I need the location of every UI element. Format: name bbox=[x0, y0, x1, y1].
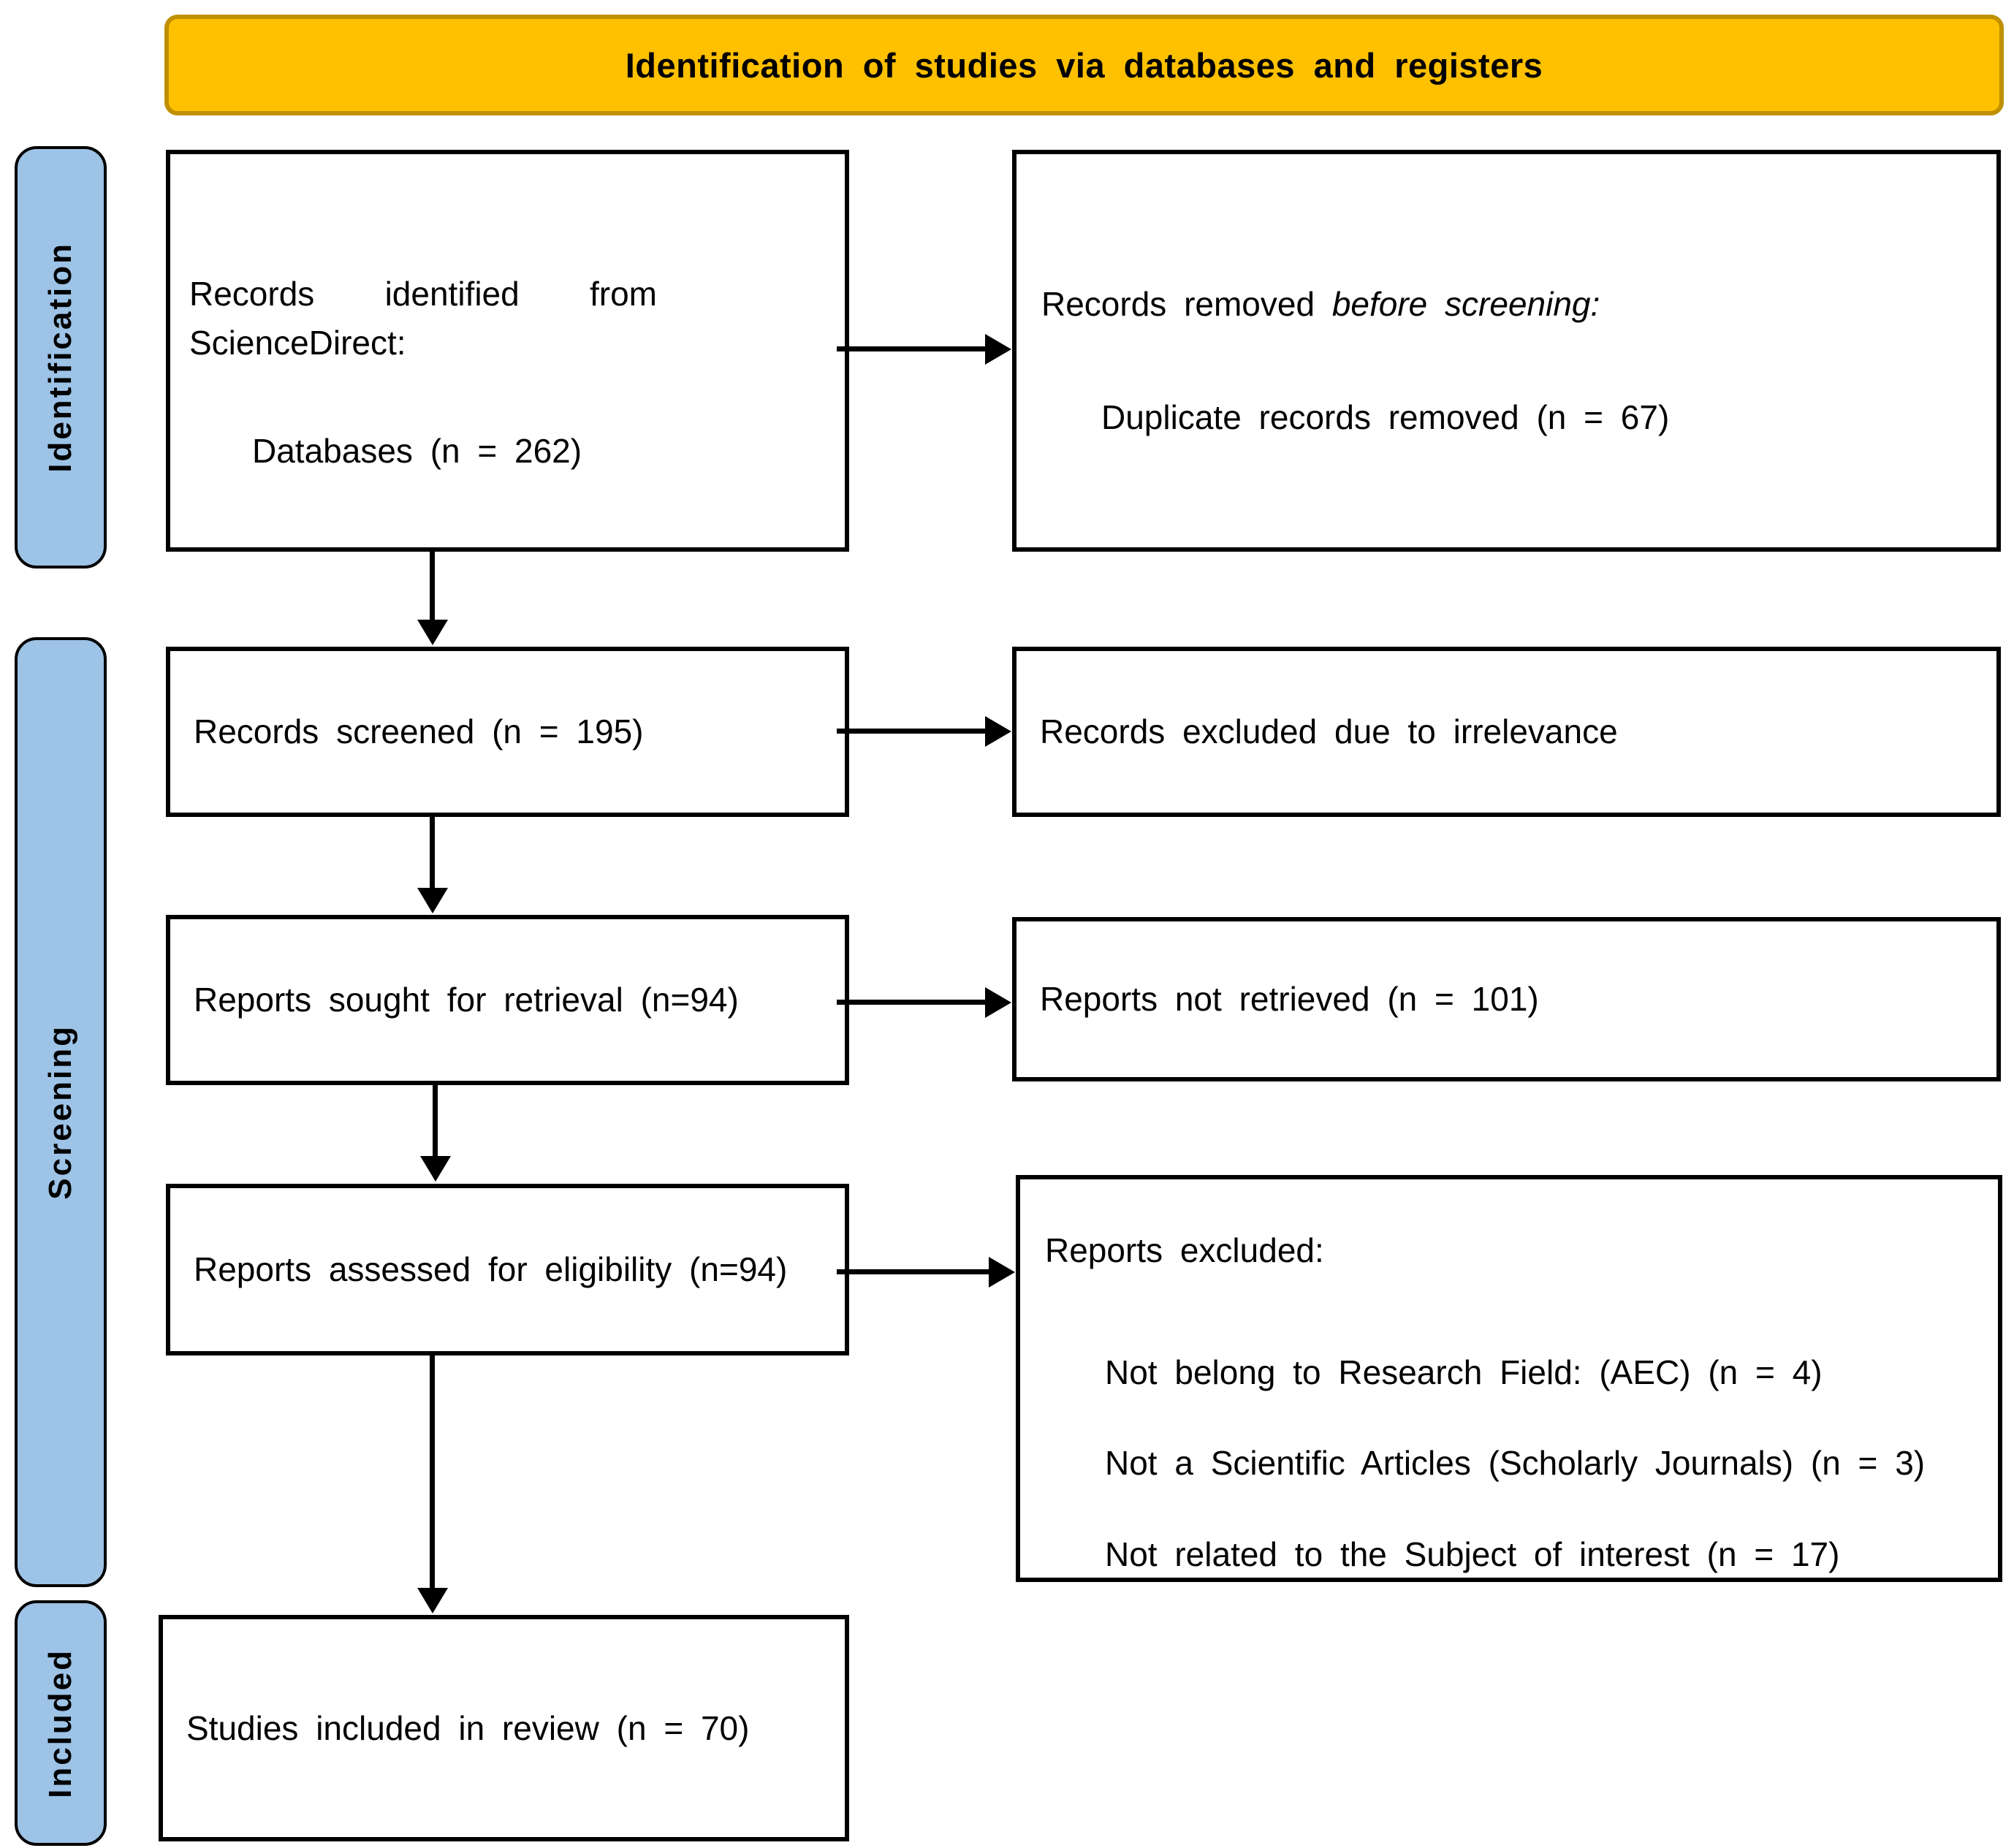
records-excluded-irrelevance-text: Records excluded due to irrelevance bbox=[1040, 712, 1618, 751]
records-identified-databases-count: Databases (n = 262) bbox=[252, 432, 582, 471]
arrow-identified-to-removed bbox=[837, 346, 985, 351]
arrow-sought-to-not-retrieved bbox=[837, 1000, 985, 1005]
stage-label-included: Included bbox=[15, 1600, 107, 1846]
box-reports-assessed: Reports assessed for eligibility (n=94) bbox=[166, 1184, 849, 1355]
excluded-reason: Not related to the Subject of interest (… bbox=[1105, 1535, 1840, 1574]
diagram-title: Identification of studies via databases … bbox=[625, 45, 1543, 85]
reports-assessed-text: Reports assessed for eligibility (n=94) bbox=[194, 1250, 788, 1289]
excluded-reason: Not a Scientific Articles (Scholarly Jou… bbox=[1105, 1444, 1926, 1483]
records-screened-text: Records screened (n = 195) bbox=[194, 712, 644, 751]
excluded-reason: Not belong to Research Field: (AEC) (n =… bbox=[1105, 1353, 1823, 1391]
records-removed-heading: Records removed before screening: bbox=[1041, 285, 1600, 323]
box-records-identified: Records identified from ScienceDirect: D… bbox=[166, 150, 849, 552]
stage-label-screening: Screening bbox=[15, 637, 107, 1587]
stage-included-text: Included bbox=[42, 1648, 78, 1798]
box-reports-excluded: Reports excluded: Not belong to Research… bbox=[1016, 1175, 2002, 1582]
reports-excluded-heading: Reports excluded: bbox=[1045, 1231, 1324, 1269]
reports-sought-text: Reports sought for retrieval (n=94) bbox=[194, 981, 739, 1019]
studies-included-text: Studies included in review (n = 70) bbox=[186, 1708, 750, 1747]
box-reports-sought: Reports sought for retrieval (n=94) bbox=[166, 915, 849, 1085]
arrow-screened-to-sought bbox=[430, 817, 435, 889]
stage-label-identification: Identification bbox=[15, 146, 107, 569]
arrow-assessed-to-excluded bbox=[837, 1269, 989, 1274]
box-studies-included: Studies included in review (n = 70) bbox=[159, 1615, 849, 1841]
reports-not-retrieved-text: Reports not retrieved (n = 101) bbox=[1040, 980, 1539, 1019]
title-banner: Identification of studies via databases … bbox=[164, 15, 2004, 115]
arrow-sought-to-assessed bbox=[433, 1084, 438, 1157]
box-records-excluded-irrelevance: Records excluded due to irrelevance bbox=[1012, 647, 2001, 817]
arrow-assessed-to-included bbox=[430, 1354, 435, 1589]
records-identified-text: Records identified from ScienceDirect: bbox=[189, 275, 657, 362]
duplicate-records-removed-count: Duplicate records removed (n = 67) bbox=[1101, 398, 1670, 436]
arrow-identified-to-screened bbox=[430, 550, 435, 620]
box-records-screened: Records screened (n = 195) bbox=[166, 647, 849, 817]
box-reports-not-retrieved: Reports not retrieved (n = 101) bbox=[1012, 917, 2001, 1081]
stage-screening-text: Screening bbox=[42, 1024, 78, 1200]
stage-identification-text: Identification bbox=[42, 242, 78, 473]
box-records-removed: Records removed before screening: Duplic… bbox=[1012, 150, 2001, 552]
arrow-screened-to-excluded bbox=[837, 729, 985, 734]
records-removed-italic: before screening: bbox=[1331, 285, 1600, 323]
